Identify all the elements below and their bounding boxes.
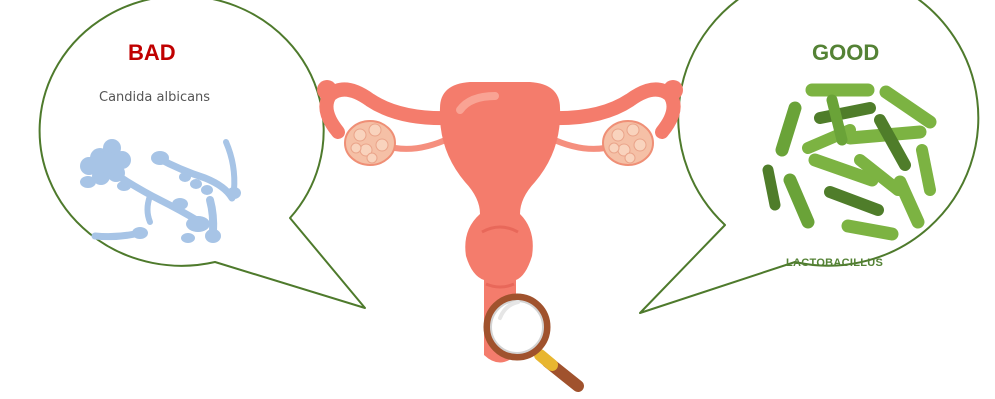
candida-albicans-label: Candida albicans <box>99 90 210 105</box>
lactobacillus-label: LACTOBACILLUS <box>786 257 883 269</box>
right-ovary <box>603 121 653 165</box>
good-label: GOOD <box>812 40 879 66</box>
magnifying-glass-icon <box>487 297 578 386</box>
left-ovary <box>345 121 395 165</box>
bad-label: BAD <box>128 40 176 66</box>
left-speech-bubble <box>40 0 365 308</box>
